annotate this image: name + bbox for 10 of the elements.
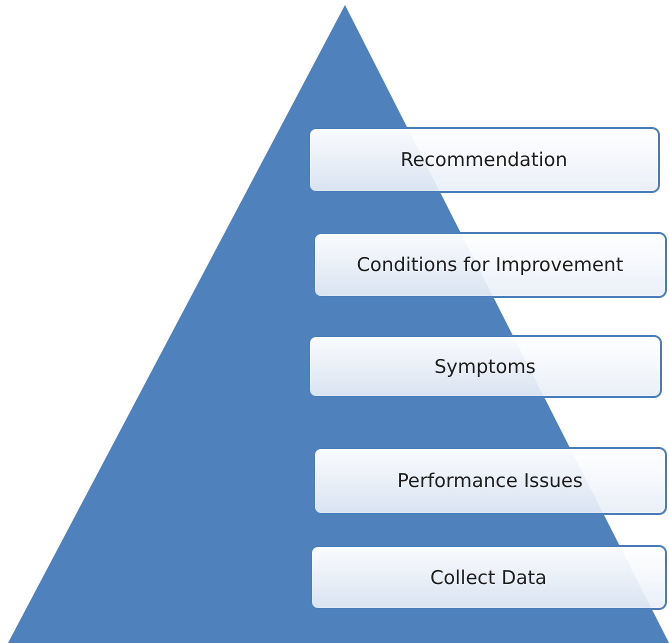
tier-box: [308, 335, 662, 398]
tier-label: Conditions for Improvement: [356, 254, 624, 276]
tier-label: Recommendation: [400, 149, 568, 171]
tier-box: [313, 447, 667, 515]
tier-box: [308, 127, 660, 193]
tier-label: Collect Data: [430, 566, 547, 588]
tier-box: [310, 545, 667, 610]
tier-label: Symptoms: [434, 356, 536, 378]
tier-label: Performance Issues: [397, 470, 583, 492]
tier-box: [313, 232, 667, 298]
